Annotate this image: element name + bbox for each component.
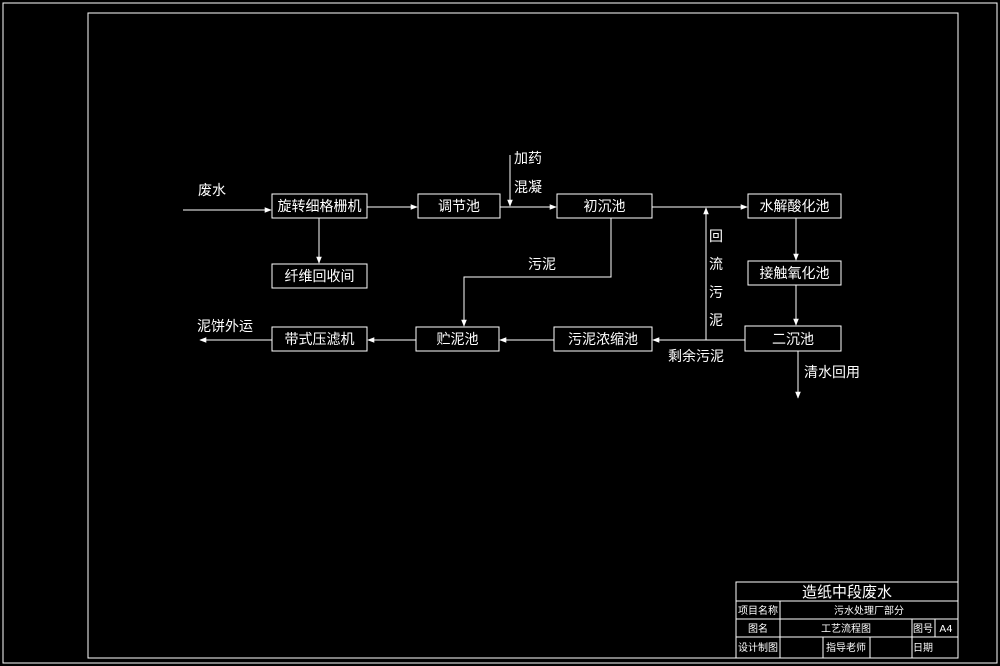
title-block-project-value: 污水处理厂部分 bbox=[834, 604, 904, 617]
label-chemical-dosing: 加药 bbox=[514, 151, 542, 167]
label-sludge-cake-out: 泥饼外运 bbox=[197, 319, 253, 335]
title-block-drawing-label: 图名 bbox=[748, 622, 768, 635]
title-block-number-label: 图号 bbox=[913, 623, 933, 635]
box-rotary-fine-screen: 旋转细格栅机 bbox=[271, 193, 368, 219]
box-label: 旋转细格栅机 bbox=[278, 199, 362, 215]
box-hydrolysis-acidification-tank: 水解酸化池 bbox=[747, 193, 842, 219]
label-return-sludge-text: 回流污泥 bbox=[709, 229, 723, 329]
title-block-advisor-label: 指导老师 bbox=[826, 641, 866, 654]
box-contact-oxidation-tank: 接触氧化池 bbox=[747, 260, 842, 286]
box-primary-clarifier: 初沉池 bbox=[556, 193, 653, 219]
box-label: 接触氧化池 bbox=[760, 265, 830, 282]
box-fiber-recovery-room: 纤维回收间 bbox=[271, 263, 368, 289]
box-sludge-thickener: 污泥浓缩池 bbox=[553, 326, 653, 352]
label-excess-sludge: 剩余污泥 bbox=[668, 348, 724, 365]
label-sludge: 污泥 bbox=[528, 257, 556, 273]
box-label: 污泥浓缩池 bbox=[568, 332, 638, 348]
title-block-project-label: 项目名称 bbox=[738, 604, 778, 617]
box-equalization-tank: 调节池 bbox=[417, 193, 501, 219]
title-block-drawing-value: 工艺流程图 bbox=[821, 622, 871, 635]
label-wastewater-in: 废水 bbox=[198, 183, 226, 199]
label-return-sludge: 回流污泥 bbox=[709, 229, 723, 329]
box-label: 纤维回收间 bbox=[285, 269, 355, 285]
title-block: 造纸中段废水 项目名称 污水处理厂部分 图名 工艺流程图 图号 A4 设计制图 … bbox=[735, 581, 959, 659]
inner-frame bbox=[87, 12, 959, 659]
title-block-date-label: 日期 bbox=[913, 642, 933, 654]
label-clear-water-reuse: 清水回用 bbox=[804, 365, 860, 381]
box-label: 带式压滤机 bbox=[285, 332, 355, 348]
box-label: 调节池 bbox=[438, 199, 480, 215]
box-label: 二沉池 bbox=[772, 332, 814, 348]
title-block-design-label: 设计制图 bbox=[738, 641, 778, 654]
box-belt-filter-press: 带式压滤机 bbox=[271, 326, 368, 352]
box-label: 水解酸化池 bbox=[760, 199, 830, 215]
box-secondary-clarifier: 二沉池 bbox=[744, 325, 842, 352]
box-sludge-storage-tank: 贮泥池 bbox=[415, 326, 500, 352]
title-block-number-value: A4 bbox=[939, 624, 952, 635]
label-coagulation: 混凝 bbox=[514, 180, 542, 196]
box-label: 贮泥池 bbox=[437, 332, 479, 348]
title-block-main-title: 造纸中段废水 bbox=[802, 583, 892, 601]
box-label: 初沉池 bbox=[584, 198, 626, 215]
flow-primary-sludge bbox=[461, 218, 612, 327]
